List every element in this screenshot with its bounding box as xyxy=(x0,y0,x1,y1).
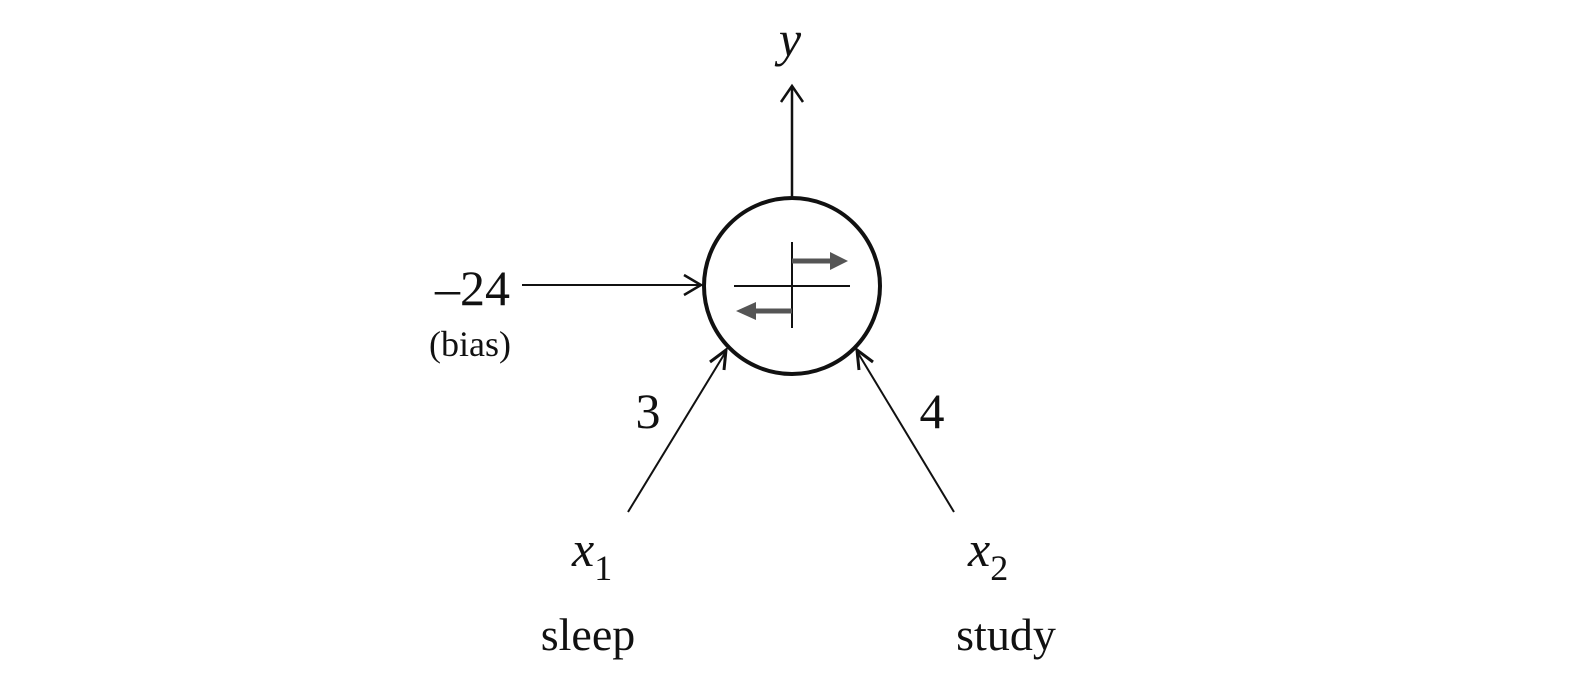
output-arrowhead xyxy=(779,83,805,103)
input-2-arrowhead xyxy=(855,346,874,371)
bias-arrowhead xyxy=(683,273,704,297)
input-1-name: sleep xyxy=(541,609,636,660)
input-2-arrow xyxy=(857,352,955,513)
input-1-symbol: x1 xyxy=(571,521,612,588)
input-2-symbol: x2 xyxy=(967,521,1008,588)
input-2-weight: 4 xyxy=(920,383,945,439)
input-1-arrowhead xyxy=(709,346,728,371)
output-label: y xyxy=(774,11,802,67)
step-function-icon xyxy=(734,242,850,328)
bias-label: (bias) xyxy=(429,324,511,364)
bias-value: –24 xyxy=(434,260,510,316)
input-2-name: study xyxy=(956,609,1056,660)
input-1-weight: 3 xyxy=(636,383,661,439)
input-1-arrow xyxy=(627,352,726,513)
